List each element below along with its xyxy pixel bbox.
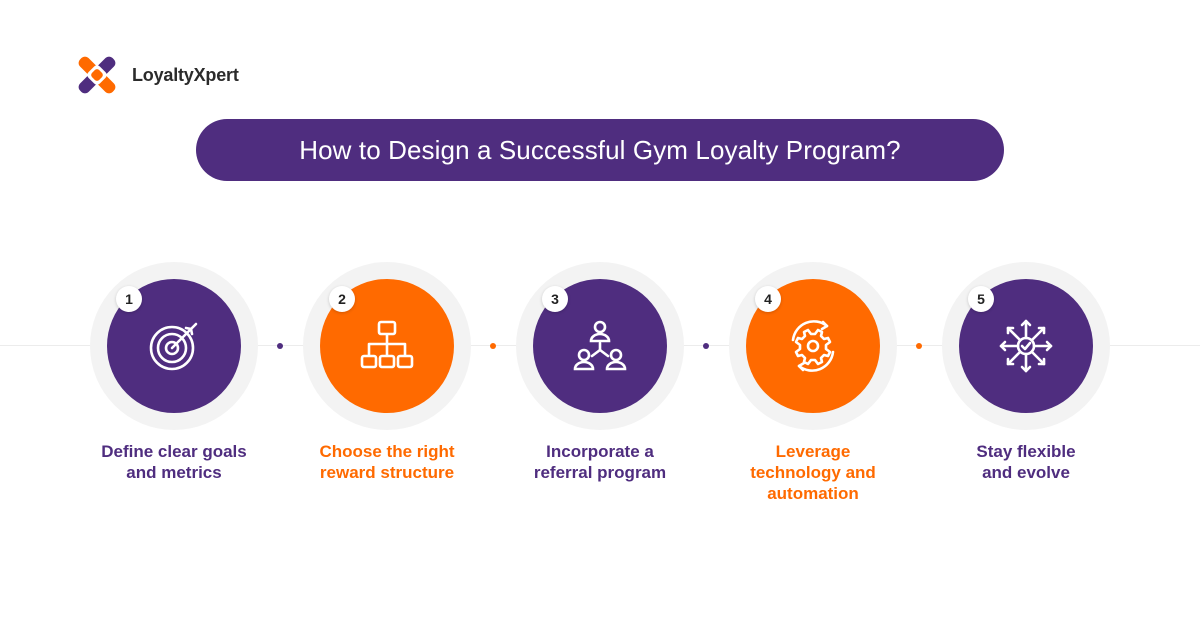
step-number-badge: 1 [116,286,142,312]
page-title: How to Design a Successful Gym Loyalty P… [299,134,901,165]
connector-dot [277,343,283,349]
step-number-badge: 2 [329,286,355,312]
step-number-badge: 3 [542,286,568,312]
step-1: 1 [90,262,258,430]
connector-dot [916,343,922,349]
step-4-label: Leverage technology and automation [750,442,876,503]
step-1-label: Define clear goals and metrics [101,442,247,482]
brand-name: LoyaltyXpert [132,64,239,85]
referral-network-icon [573,320,627,371]
gear-cycle-icon [791,320,835,372]
step-3-label: Incorporate a referral program [533,442,667,482]
connector-dot [490,343,496,349]
target-icon [149,322,198,371]
step-2-label: Choose the right reward structure [319,442,455,482]
connector-dot [703,343,709,349]
hierarchy-icon [360,320,414,369]
step-number-badge: 4 [755,286,781,312]
hands-logo-icon [78,56,116,94]
flexible-arrows-icon [999,319,1053,373]
step-5-label: Stay flexible and evolve [976,442,1076,482]
step-number-badge: 5 [968,286,994,312]
title-banner: How to Design a Successful Gym Loyalty P… [196,119,1004,181]
step-5: 5 [942,262,1110,430]
brand-logo: LoyaltyXpert [68,46,239,104]
step-2: 2 [303,262,471,430]
step-3: 3 [516,262,684,430]
step-4: 4 [729,262,897,430]
